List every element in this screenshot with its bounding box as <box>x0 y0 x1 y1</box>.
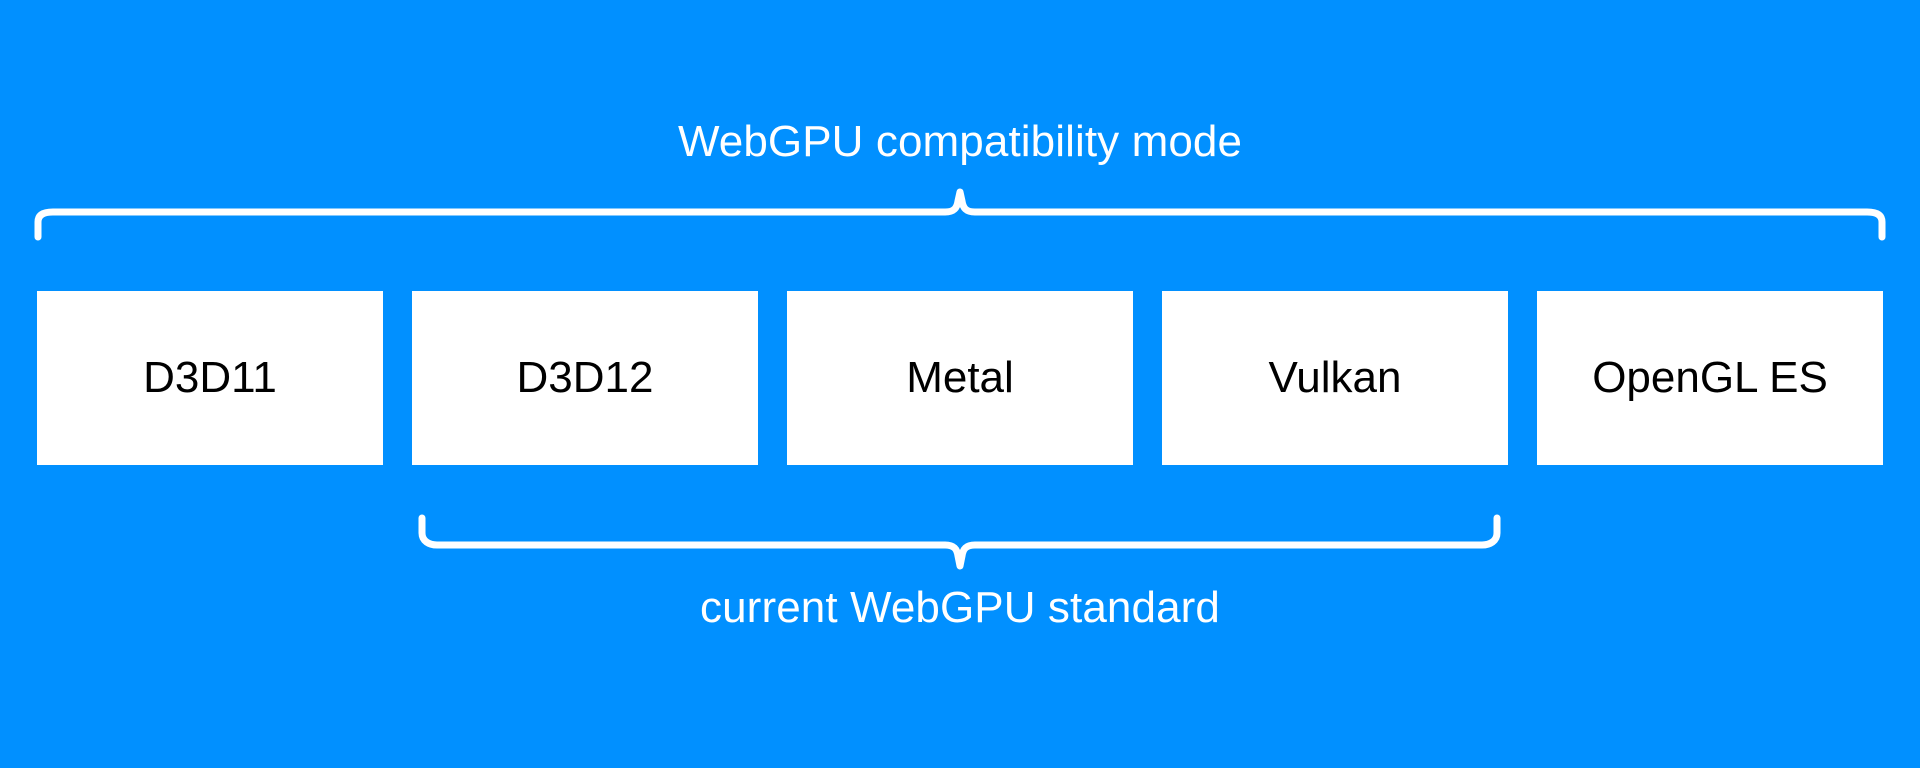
api-box-label: D3D12 <box>516 353 654 402</box>
api-box-label: D3D11 <box>143 353 277 402</box>
api-box-metal[interactable]: Metal <box>787 291 1133 465</box>
top-brace-icon <box>34 188 1886 241</box>
api-box-label: Metal <box>906 353 1014 402</box>
api-box-vulkan[interactable]: Vulkan <box>1162 291 1508 465</box>
api-box-d3d12[interactable]: D3D12 <box>412 291 758 465</box>
top-brace-label: WebGPU compatibility mode <box>677 117 1243 166</box>
bottom-brace-icon <box>418 514 1501 570</box>
api-box-row: D3D11 D3D12 Metal Vulkan OpenGL ES <box>37 291 1883 465</box>
api-box-opengl-es[interactable]: OpenGL ES <box>1537 291 1883 465</box>
api-box-label: OpenGL ES <box>1592 353 1828 402</box>
api-box-label: Vulkan <box>1268 353 1402 402</box>
api-box-d3d11[interactable]: D3D11 <box>37 291 383 465</box>
bottom-brace-label: current WebGPU standard <box>700 583 1220 632</box>
